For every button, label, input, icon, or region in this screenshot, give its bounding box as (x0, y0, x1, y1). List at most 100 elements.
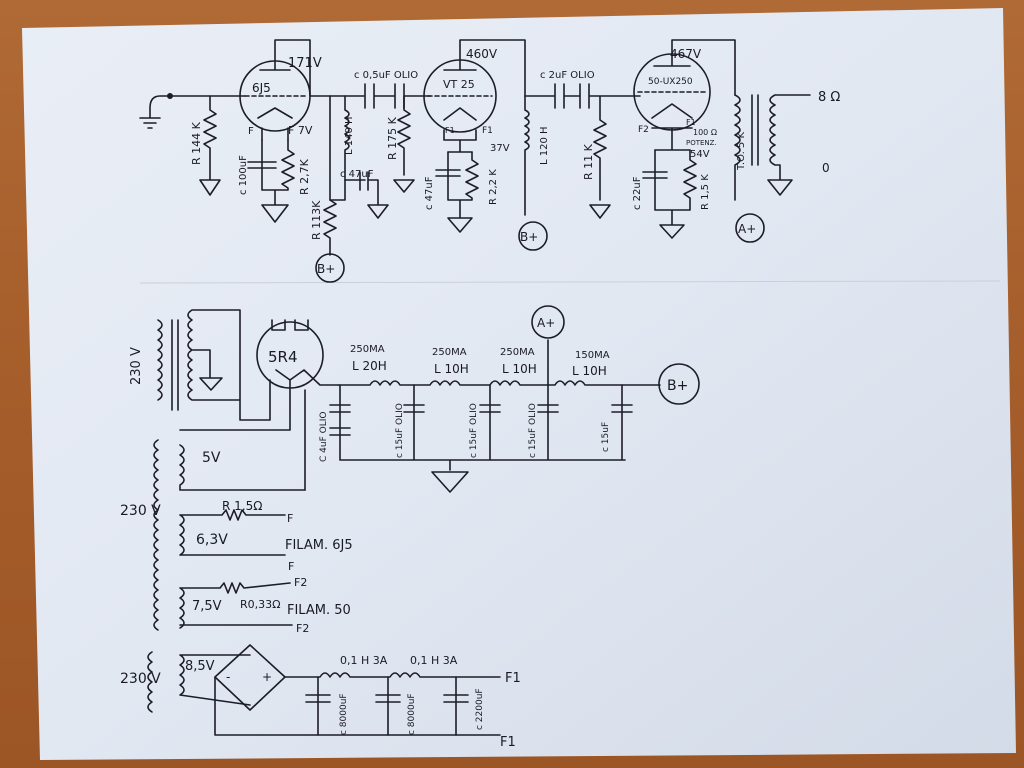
choke-140h (329, 95, 350, 201)
label-50-ux250: 50-UX250 (648, 77, 693, 87)
label-f7v: F 7V (288, 124, 313, 137)
label-c-coup1: c 0,5uF OLIO (354, 70, 418, 81)
cathode-network-3 (642, 149, 697, 239)
label-f-6v3: F (287, 512, 293, 525)
label-230v-2: 230 V (120, 503, 161, 519)
label-f-left: F (248, 126, 254, 137)
label-bplus-1: B+ (317, 262, 335, 276)
label-r15k: R 1,5 K (700, 174, 711, 210)
label-r-plate: R 113K (310, 200, 323, 240)
label-ch3: 250MA (500, 347, 535, 358)
label-l140: L 140 H (344, 116, 355, 155)
label-ch4: 150MA (575, 350, 610, 361)
label-c2200: c 2200uF (475, 688, 485, 730)
label-37v: 37V (490, 143, 510, 154)
label-c47b: c 47uF (424, 176, 435, 210)
label-c4: C 4uF OLIO (319, 412, 329, 462)
label-dc-l1: 0,1 H 3A (340, 654, 388, 667)
coupling-cap-1 (329, 83, 431, 109)
plate-vt25 (443, 39, 526, 97)
label-467v: 467V (670, 47, 702, 61)
cathode-network-2 (435, 151, 479, 233)
dc-rail (214, 672, 501, 736)
filter-caps (329, 384, 633, 493)
hv-secondary (187, 309, 271, 421)
label-r-grid: R 144 K (190, 121, 203, 165)
label-c-cath: c 100uF (238, 155, 249, 195)
label-l4: L 10H (572, 364, 607, 378)
label-minus: - (226, 670, 230, 684)
sec-5v (179, 444, 306, 491)
mains-primary-3 (147, 651, 153, 713)
amplifier-schematic: 171V 6J5 R 144 K c 100uF R 2,7K F F 7V R… (139, 39, 840, 283)
label-6j5: 6J5 (252, 81, 271, 95)
label-r2k: R 2,2 K (488, 169, 499, 205)
label-vt25: VT 25 (443, 78, 475, 91)
label-aplus-psu: A+ (537, 316, 555, 330)
label-7v5: 7,5V (192, 599, 222, 614)
label-f1a: F1 (445, 126, 455, 135)
label-c8000-2: c 8000uF (407, 693, 417, 735)
filament-supply-schematic: 5V 230 V R 1,5Ω 6,3V F F FILAM. 6J5 7,5V… (120, 439, 353, 635)
ot-core (751, 94, 759, 166)
mains-primary-2 (153, 439, 159, 631)
label-f1-dc: F1 (505, 671, 521, 686)
label-to-5k: T.O. 5 K (736, 132, 747, 171)
rect-plates (271, 319, 309, 331)
mains-primary-1 (157, 319, 163, 401)
label-c8000-1: c 8000uF (339, 693, 349, 735)
rect-filament (179, 369, 339, 491)
label-c15b: c 15uF OLIO (469, 403, 479, 458)
label-c15a: c 15uF OLIO (395, 403, 405, 458)
label-r175: R 175 K (386, 116, 399, 160)
bplus-node-1 (315, 253, 345, 283)
bplus-node-2 (518, 221, 548, 251)
label-f2: F2 (638, 125, 649, 135)
label-ch2: 250MA (432, 347, 467, 358)
input-jack (139, 95, 171, 129)
transformer-core-1 (171, 319, 179, 411)
bplus-node-psu (658, 363, 700, 405)
label-l2: L 10H (434, 362, 469, 376)
sec-6v3 (179, 509, 286, 556)
grid-resistor-2 (393, 95, 415, 193)
sec-7v5 (179, 582, 293, 629)
label-460v: 460V (466, 47, 498, 61)
label-f-6v3b: F (288, 560, 294, 573)
filament-50 (651, 103, 693, 151)
label-6v3: 6,3V (196, 532, 228, 548)
label-5r4: 5R4 (268, 348, 298, 366)
label-230v-1: 230 V (129, 347, 144, 385)
label-f2-fil: F2 (294, 576, 307, 589)
filament-vt25 (443, 107, 477, 153)
cap-47uf-bypass (344, 171, 389, 219)
label-c22: c 22uF (632, 176, 643, 210)
label-r033: R0,33Ω (240, 598, 281, 611)
label-aplus-1: A+ (738, 222, 756, 236)
label-f1-dc-b: F1 (500, 735, 516, 750)
dc-filament-supply: 230 V 8,5V - + 0,1 H 3A 0,1 H 3A F1 F1 c… (120, 644, 521, 750)
label-c15c: c 15uF OLIO (528, 403, 538, 458)
label-8-ohm: 8 Ω (818, 90, 840, 105)
label-l1: L 20H (352, 359, 387, 373)
label-plus: + (262, 670, 272, 684)
grid-resistor (199, 95, 221, 196)
label-r-cath: R 2,7K (298, 158, 311, 195)
label-8v5: 8,5V (185, 659, 215, 674)
ot-primary (734, 94, 741, 201)
fold-line (139, 280, 1001, 284)
label-bplus-psu: B+ (667, 378, 688, 394)
label-r11k: R 11 K (582, 143, 595, 180)
label-230v-3: 230 V (120, 671, 161, 687)
coupling-cap-2 (524, 83, 641, 109)
label-100-ohm: 100 Ω (693, 128, 717, 137)
label-f2-fil-b: F2 (296, 622, 309, 635)
choke-120h (524, 95, 530, 216)
aplus-node-psu (531, 305, 565, 339)
dc-caps (305, 676, 469, 736)
label-r15: R 1,5Ω (222, 499, 262, 513)
label-c47a: c 47uF (340, 169, 374, 180)
power-supply-schematic: 230 V 5R4 A+ 250MA L 20H 250MA L 10H 250… (129, 305, 700, 493)
